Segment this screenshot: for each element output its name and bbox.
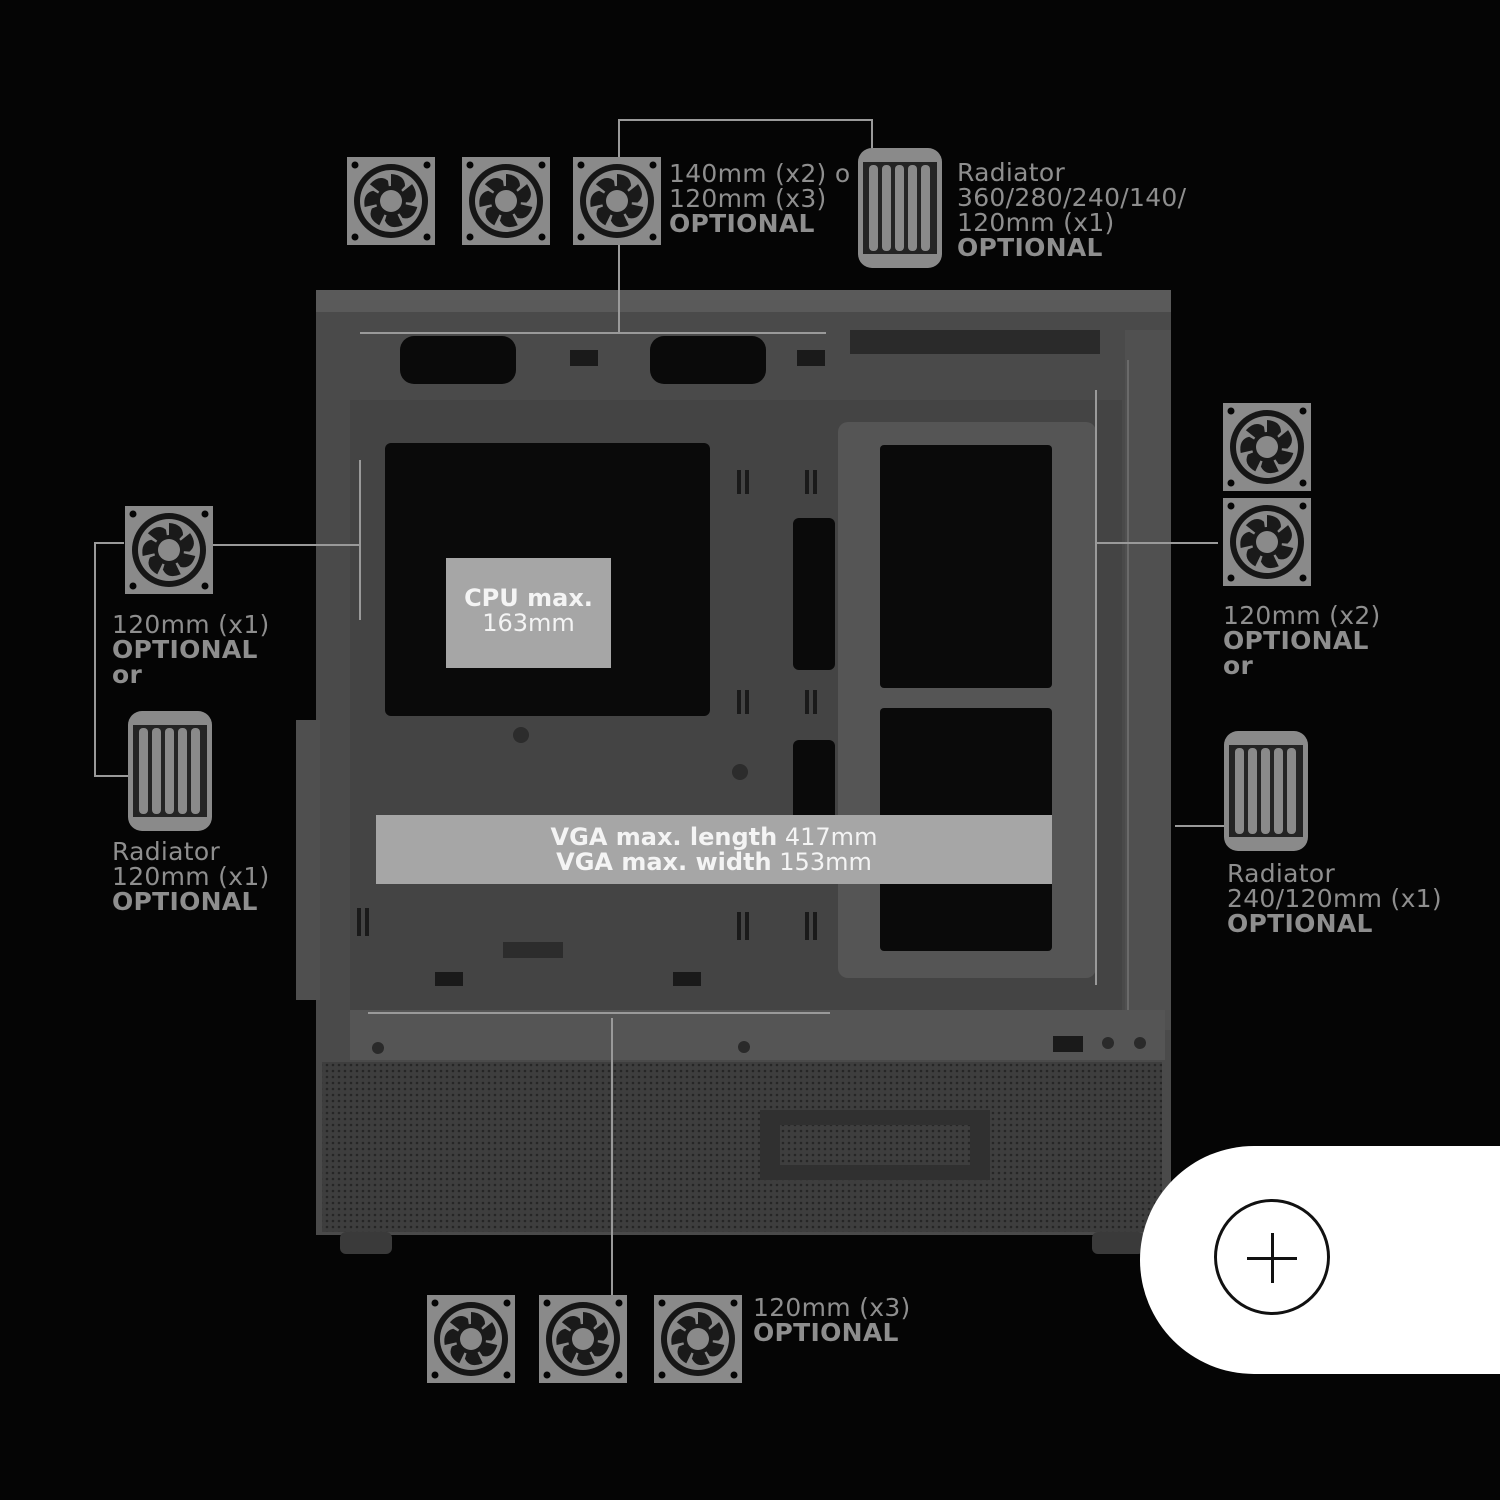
front-fans-size: 120mm (x2)	[1223, 601, 1381, 630]
rear-radiator-title: Radiator	[112, 837, 221, 866]
rear-radiator-label: Radiator 120mm (x1) OPTIONAL	[112, 839, 270, 914]
top-radiator-title: Radiator	[957, 158, 1066, 187]
rear-radiator-optional: OPTIONAL	[112, 887, 258, 916]
fan-icon	[1223, 498, 1311, 586]
top-radiator-count: 120mm (x1)	[957, 208, 1115, 237]
top-fans-optional: OPTIONAL	[669, 209, 815, 238]
front-fans-label: 120mm (x2) OPTIONAL or	[1223, 603, 1381, 678]
fan-icon	[462, 157, 550, 245]
fan-icon	[125, 506, 213, 594]
bottom-fans-label: 120mm (x3) OPTIONAL	[753, 1295, 911, 1345]
cpu-clearance-title: CPU max.	[464, 584, 593, 612]
pc-case	[296, 290, 1171, 1254]
cpu-clearance-value: 163mm	[482, 609, 575, 637]
top-radiator-label: Radiator 360/280/240/140/ 120mm (x1) OPT…	[957, 160, 1186, 260]
fan-icon	[347, 157, 435, 245]
bottom-fans-size: 120mm (x3)	[753, 1293, 911, 1322]
front-radiator-optional: OPTIONAL	[1227, 909, 1373, 938]
rear-radiator-size: 120mm (x1)	[112, 862, 270, 891]
bottom-fans-optional: OPTIONAL	[753, 1318, 899, 1347]
plus-icon[interactable]	[1214, 1199, 1330, 1315]
vga-length-label: VGA max. length	[550, 823, 778, 851]
top-fans-label: 140mm (x2) o 120mm (x3) OPTIONAL	[669, 161, 850, 236]
vga-width-label: VGA max. width	[556, 848, 772, 876]
front-radiator-title: Radiator	[1227, 859, 1336, 888]
top-radiator-optional: OPTIONAL	[957, 233, 1103, 262]
rear-fan-or: or	[112, 660, 143, 689]
top-radiator-sizes: 360/280/240/140/	[957, 183, 1187, 212]
fan-icon	[573, 157, 661, 245]
rear-fan-size: 120mm (x1)	[112, 610, 270, 639]
front-fans-optional: OPTIONAL	[1223, 626, 1369, 655]
radiator-icon	[1224, 731, 1308, 851]
front-radiator-label: Radiator 240/120mm (x1) OPTIONAL	[1227, 861, 1442, 936]
rear-fan-optional: OPTIONAL	[112, 635, 258, 664]
radiator-icon	[128, 711, 212, 831]
top-fans-size: 140mm (x2) o	[669, 159, 851, 188]
cpu-clearance-box: CPU max. 163mm	[446, 558, 611, 668]
fan-icon	[427, 1295, 515, 1383]
fan-icon	[654, 1295, 742, 1383]
fan-icon	[1223, 403, 1311, 491]
radiator-icon	[858, 148, 942, 268]
fan-icon	[539, 1295, 627, 1383]
front-radiator-size: 240/120mm (x1)	[1227, 884, 1442, 913]
rear-fan-label: 120mm (x1) OPTIONAL or	[112, 612, 270, 687]
front-fans-or: or	[1223, 651, 1254, 680]
vga-width-value: 153mm	[779, 848, 872, 876]
vga-clearance-box: VGA max. length 417mm VGA max. width 153…	[376, 815, 1052, 884]
vga-length-value: 417mm	[784, 823, 878, 851]
top-fans-size-alt: 120mm (x3)	[669, 184, 827, 213]
